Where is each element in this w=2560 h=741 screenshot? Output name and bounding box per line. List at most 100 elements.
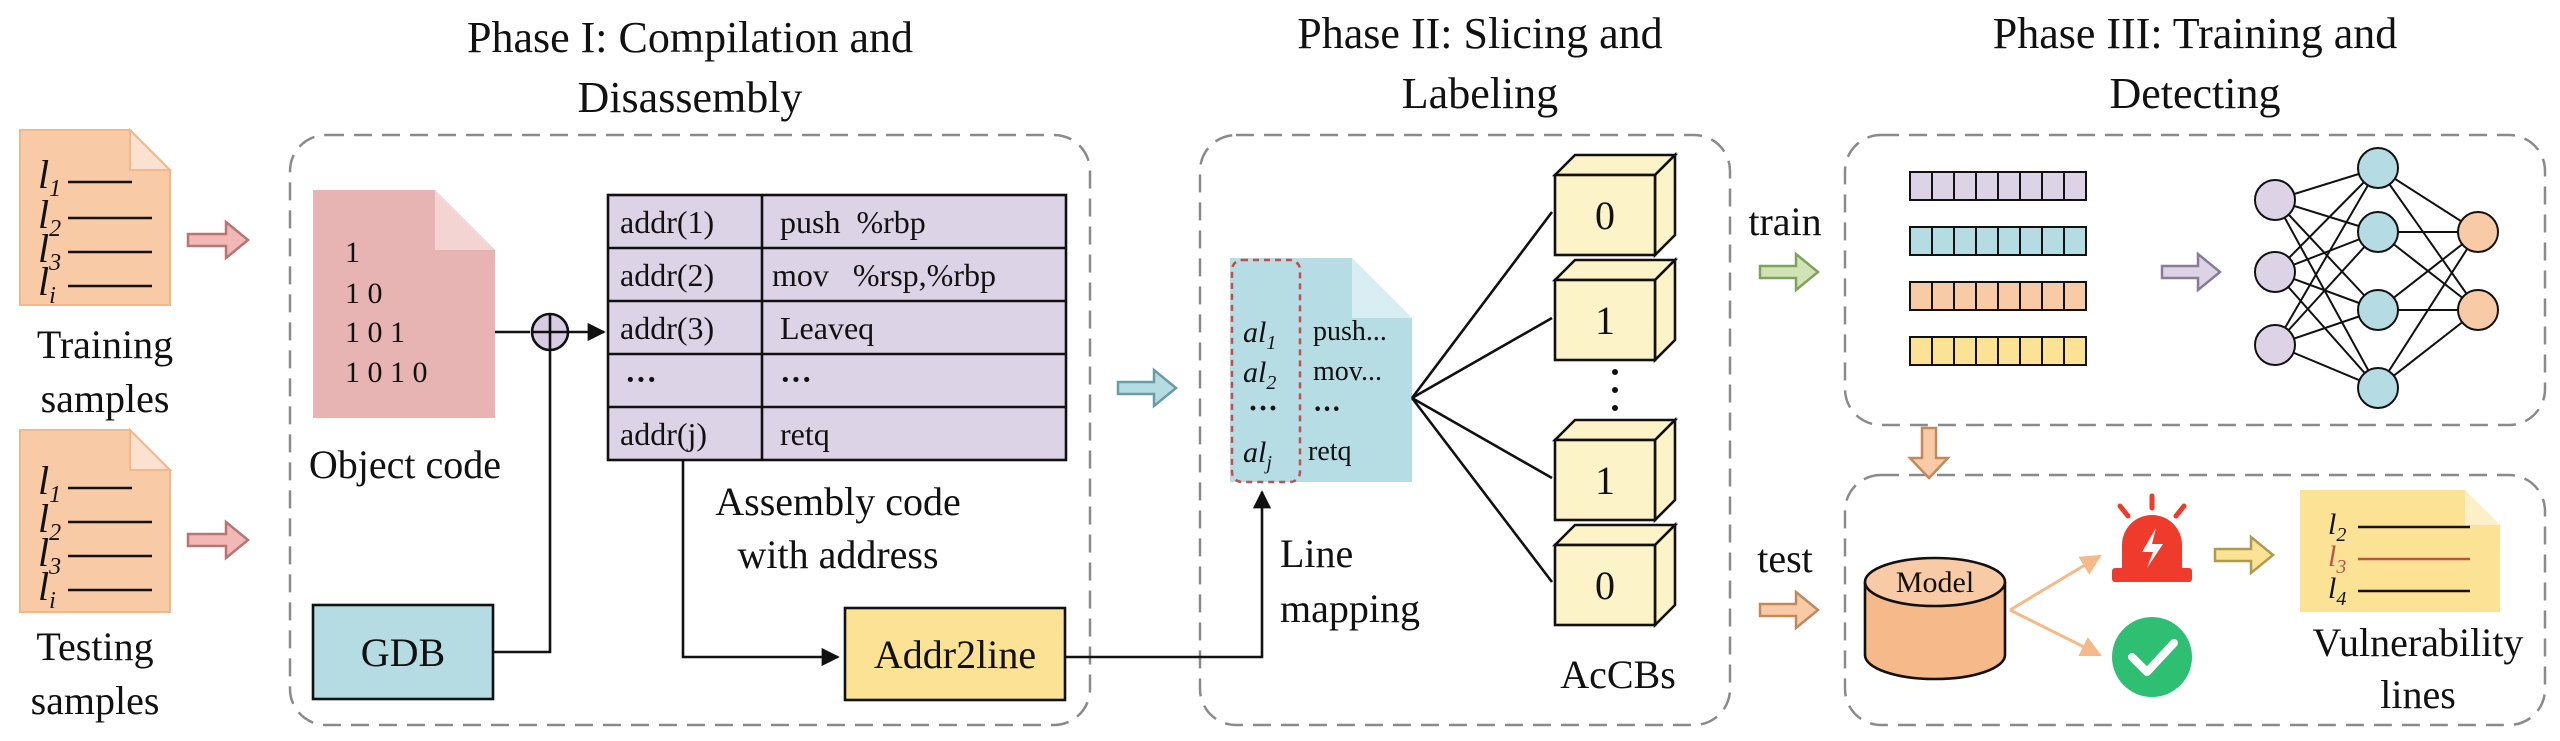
feature-vector (1909, 336, 2087, 366)
svg-text:Labeling: Labeling (1402, 69, 1558, 118)
vector-cell (1931, 226, 1955, 256)
addr2line-to-mapping-arrow (1065, 490, 1272, 659)
phase3-test-container (1843, 473, 2547, 727)
network-edge (2274, 167, 2379, 346)
svg-text:Leaveq: Leaveq (780, 310, 874, 346)
model-to-alarm-arrow (2009, 554, 2102, 612)
svg-text:Phase II: Slicing and: Phase II: Slicing and (1297, 9, 1662, 58)
svg-text:l1: l1 (38, 152, 61, 202)
svg-text:l3: l3 (38, 226, 61, 276)
svg-text:push %rbp: push %rbp (780, 204, 926, 240)
svg-text:1 0: 1 0 (345, 277, 383, 310)
network-edge (2274, 167, 2379, 273)
vulnerability-lines-label: Vulnerability (2313, 620, 2524, 665)
accb-cube: 0 (1551, 521, 1679, 629)
object-code-label: Object code (309, 442, 501, 487)
addr2line-box: Addr2line (843, 606, 1067, 702)
testing-samples-document: l1 l2 l3 li (19, 427, 173, 614)
svg-text:li: li (38, 564, 56, 614)
vector-cell (1953, 226, 1977, 256)
neural-network (2254, 147, 2499, 409)
svg-text:1 0 1 0: 1 0 1 0 (345, 356, 428, 389)
vector-cell (1953, 281, 1977, 311)
network-node (2357, 147, 2399, 189)
vector-cell (1931, 171, 1955, 201)
alarm-to-output-arrow (2213, 534, 2275, 576)
svg-text:alj: alj (1243, 436, 1272, 474)
vector-cell (2019, 171, 2043, 201)
vector-cell (2041, 281, 2065, 311)
svg-text:0: 0 (1595, 563, 1615, 608)
training-samples-document: l1 l2 l3 li (19, 127, 173, 309)
assembly-to-addr2line-arrow (681, 460, 840, 667)
vector-cell (1975, 226, 1999, 256)
svg-text:Addr2line: Addr2line (874, 632, 1036, 677)
vector-cell (2063, 226, 2087, 256)
svg-text:···: ··· (1248, 392, 1278, 425)
model-cylinder: Model (1863, 556, 2007, 681)
train-label: train (1748, 199, 1821, 244)
vector-cell (1931, 281, 1955, 311)
accb-cube: 1 (1551, 416, 1679, 524)
network-edge (2274, 231, 2379, 346)
svg-text:retq: retq (780, 416, 830, 452)
svg-text:mov %rsp,%rbp: mov %rsp,%rbp (772, 257, 996, 293)
test-label: test (1757, 536, 1813, 581)
vector-cell (2041, 336, 2065, 366)
assembly-table: addr(1) push %rbp addr(2) mov %rsp,%rbp … (606, 193, 1068, 462)
mapping-to-accbs-lines (1410, 211, 1554, 583)
network-edge (2274, 271, 2379, 389)
feature-vector (1909, 226, 2087, 256)
vector-cell (1909, 226, 1933, 256)
accb-cube: 0 (1551, 151, 1679, 259)
svg-text:al2: al2 (1243, 356, 1276, 394)
svg-text:Phase III: Training and: Phase III: Training and (1993, 9, 2398, 58)
testing-samples-label: Testing (36, 624, 153, 669)
gdb-box: GDB (311, 603, 495, 701)
check-icon (2112, 617, 2192, 697)
network-edge (2377, 231, 2479, 311)
svg-text:push...: push... (1313, 316, 1387, 347)
phase1-to-phase2-arrow (1116, 367, 1178, 409)
feature-vector (1909, 281, 2087, 311)
network-edge (2377, 231, 2479, 389)
vector-cell (1909, 171, 1933, 201)
vector-cell (1931, 336, 1955, 366)
svg-text:1: 1 (1595, 458, 1615, 503)
svg-text:l3: l3 (38, 530, 61, 580)
vector-cell (2019, 336, 2043, 366)
line-mapping-document: al1 push... al2 mov... ··· ··· alj retq (1230, 258, 1412, 484)
combine-node (530, 312, 570, 352)
phase3-title: Phase III: Training and Detecting (1993, 9, 2398, 118)
vector-cell (2041, 226, 2065, 256)
accb-cube: 1 (1551, 256, 1679, 364)
svg-text:retq: retq (1308, 436, 1352, 467)
training-samples-label-2: samples (41, 376, 170, 421)
svg-text:l2: l2 (38, 496, 61, 546)
table-row: addr(1) (620, 204, 714, 240)
phase2-container (1198, 133, 1732, 727)
phase1-container (288, 133, 1092, 727)
network-edge (2377, 167, 2479, 311)
phase1-title: Phase I: Compilation and Disassembly (467, 13, 913, 122)
vector-cell (2063, 281, 2087, 311)
svg-text:1 0 1: 1 0 1 (345, 316, 405, 349)
vector-cell (1997, 281, 2021, 311)
vector-cell (1975, 336, 1999, 366)
vulnerability-lines-document: l2 l3 l4 (2300, 490, 2500, 612)
network-node (2254, 251, 2296, 293)
network-edge (2274, 199, 2379, 389)
svg-text:Model: Model (1896, 566, 1974, 599)
svg-text:l1: l1 (38, 458, 61, 508)
vector-cell (2041, 171, 2065, 201)
train-to-test-arrow (1907, 426, 1951, 480)
vector-cell (2063, 171, 2087, 201)
network-node (2357, 211, 2399, 253)
svg-text:1: 1 (1595, 298, 1615, 343)
vector-cell (1909, 281, 1933, 311)
gdb-to-combine-line (493, 350, 552, 654)
training-samples-label: Training (37, 322, 173, 367)
alarm-icon (2112, 493, 2192, 582)
line-mapping-label: Line (1280, 531, 1353, 576)
